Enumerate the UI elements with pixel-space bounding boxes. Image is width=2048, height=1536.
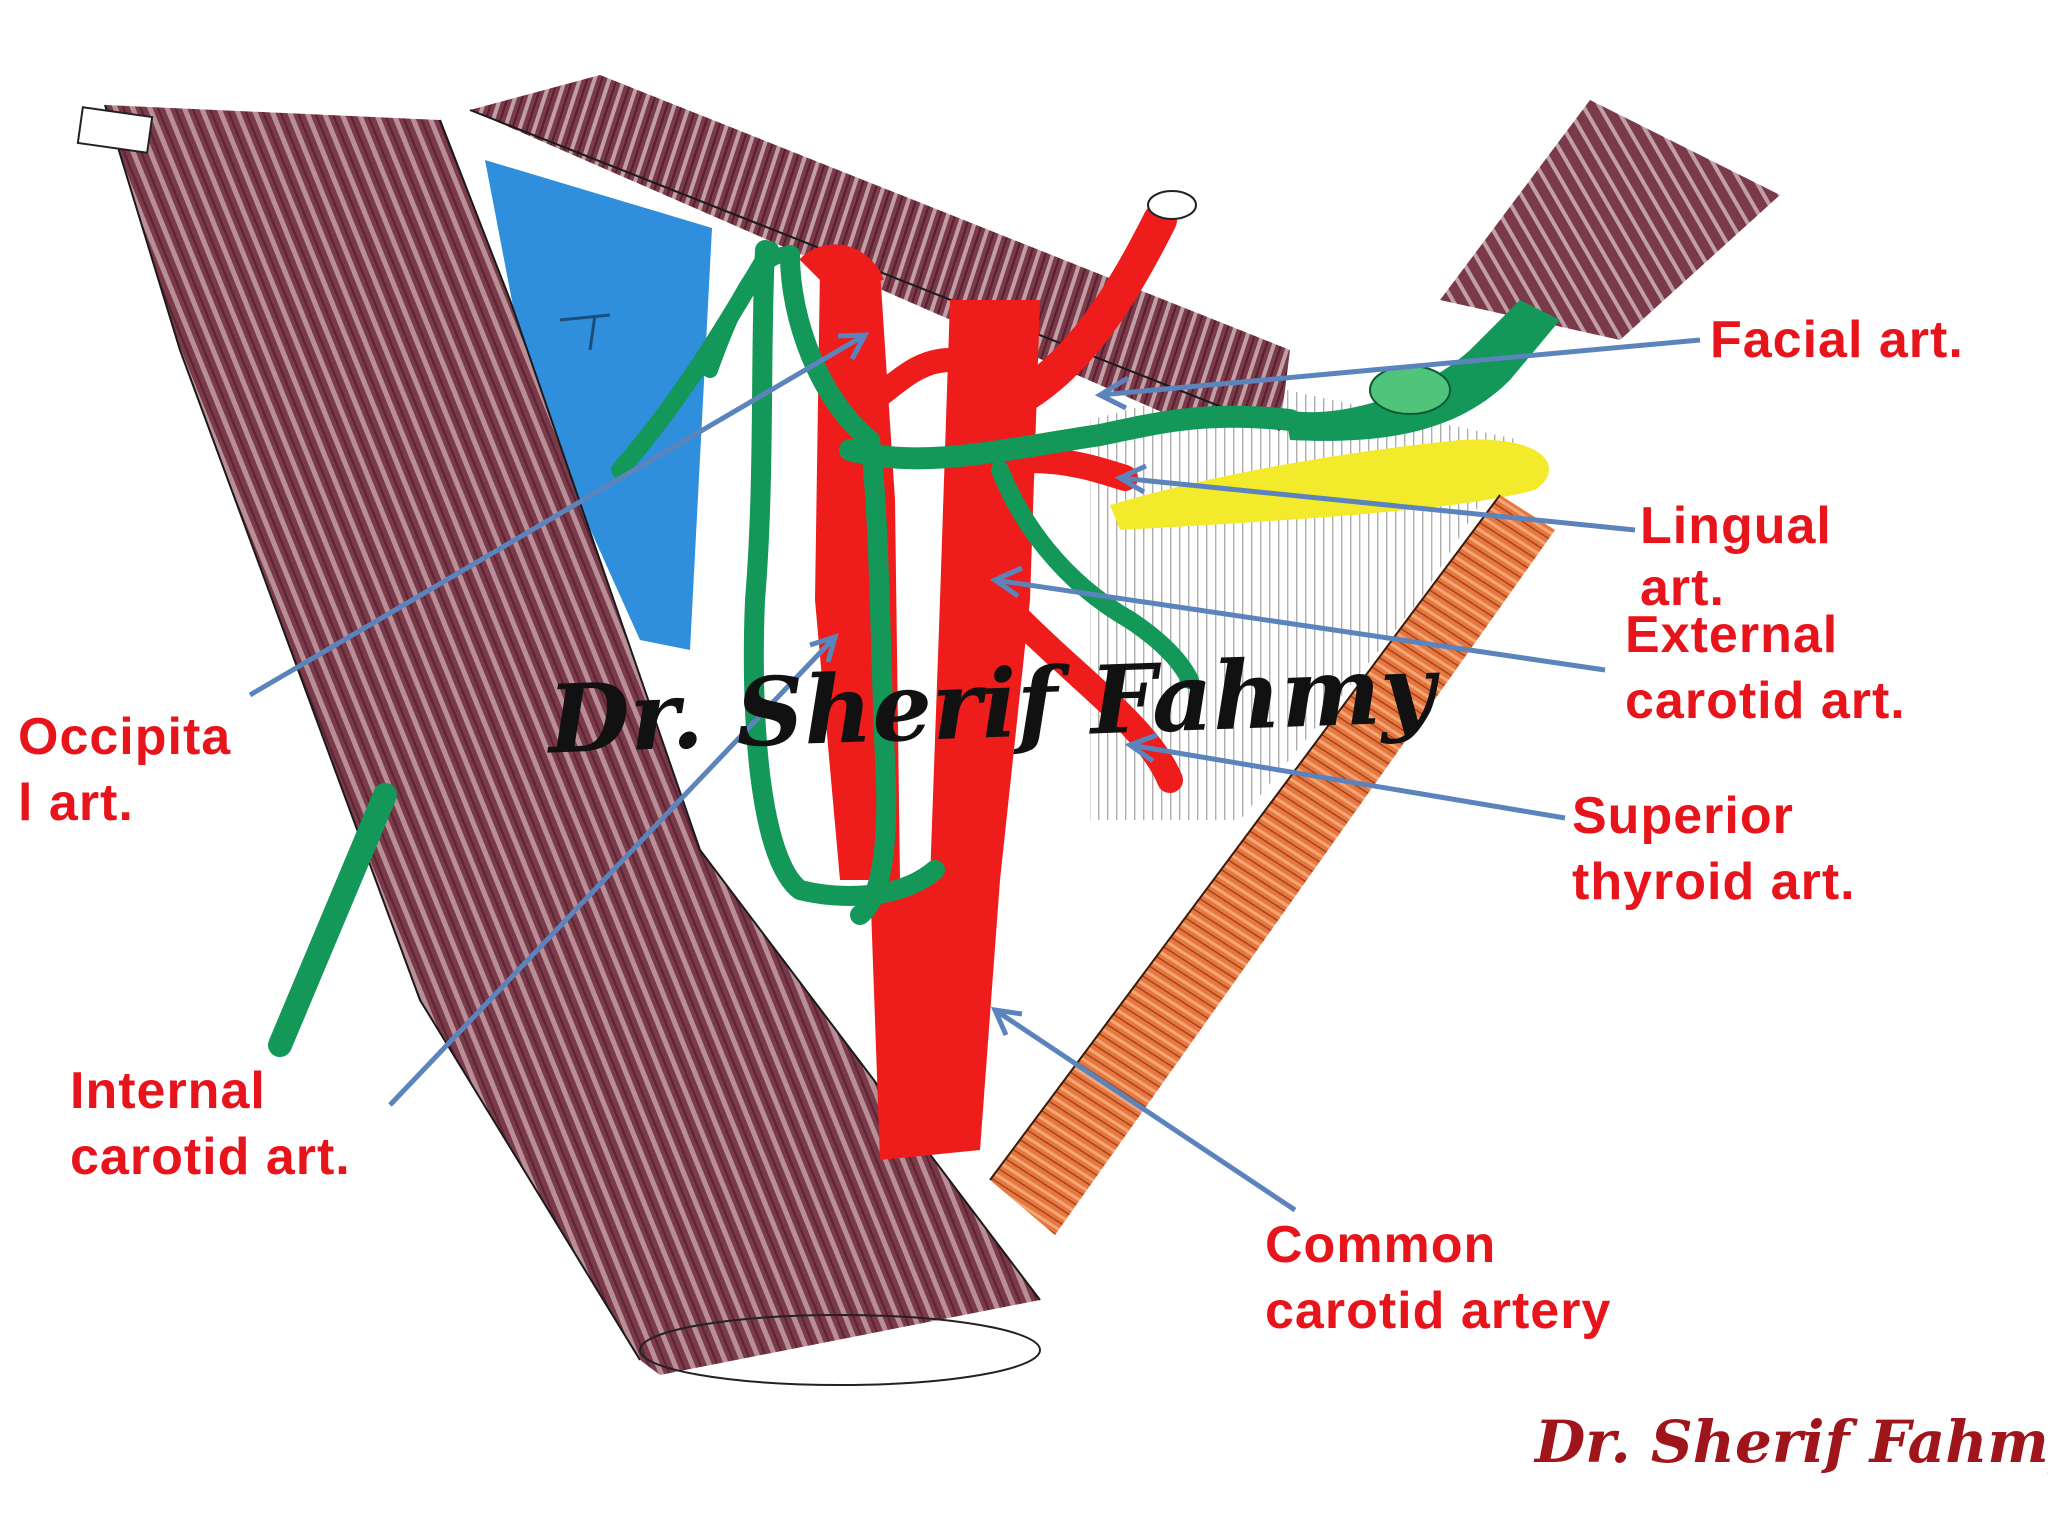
watermark-corner: Dr. Sherif Fahmy [1535,1408,2048,1476]
label-superior-thyroid-artery: Superior thyroid art. [1572,787,1856,911]
label-common-carotid-artery: Common carotid artery [1265,1216,1612,1340]
label-lingual-artery: Lingual art. [1640,497,1832,617]
label-internal-carotid-artery: Internal carotid art. [70,1062,351,1186]
internal-jugular-vein [485,160,712,650]
label-facial-artery: Facial art. [1710,311,1964,369]
label-occipital-artery: Occipita l art. [18,708,232,832]
label-external-carotid-artery: External carotid art. [1625,606,1906,730]
sternocleidomastoid-muscle [76,104,1041,1386]
common-carotid-pointer [990,1006,1297,1213]
hyoid-bone [1110,439,1550,530]
facial-pointer [1094,337,1701,411]
pointer-arrows [248,332,1701,1213]
accessory-nerve [268,783,397,1057]
occipital-pointer [248,332,870,698]
external-carotid-pointer [989,565,1606,673]
hyoid-sling [1285,300,1560,441]
internal-carotid-pointer [388,633,839,1107]
lingual-pointer [1114,463,1636,533]
anterior-digastric-muscle [1440,100,1780,340]
superior-thyroid-pointer [1124,732,1566,821]
